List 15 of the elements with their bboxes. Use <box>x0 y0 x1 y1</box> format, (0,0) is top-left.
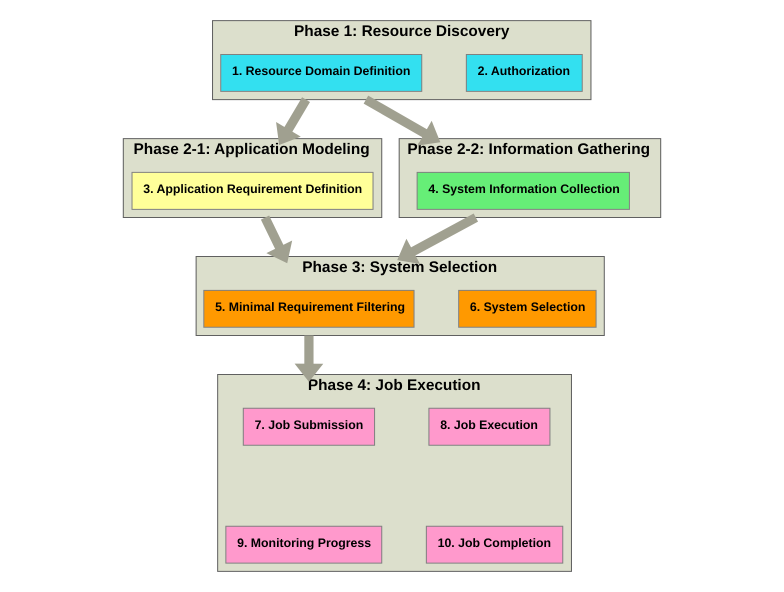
node-box: 6. System Selection <box>458 290 597 328</box>
arrow <box>276 97 310 145</box>
node-box: 7. Job Submission <box>242 408 376 446</box>
node-box: 4. System Information Collection <box>416 172 630 210</box>
node-box: 9. Monitoring Progress <box>225 526 382 564</box>
node-box: 5. Minimal Requirement Filtering <box>203 290 415 328</box>
arrow <box>260 216 292 264</box>
arrow <box>397 213 478 264</box>
arrow <box>294 335 324 382</box>
arrow <box>364 96 440 146</box>
node-box: 10. Job Completion <box>426 526 564 564</box>
node-box: 3. Application Requirement Definition <box>132 172 374 210</box>
node-box: 8. Job Execution <box>428 408 550 446</box>
node-box: 2. Authorization <box>466 54 583 92</box>
node-box: 1. Resource Domain Definition <box>220 54 422 92</box>
